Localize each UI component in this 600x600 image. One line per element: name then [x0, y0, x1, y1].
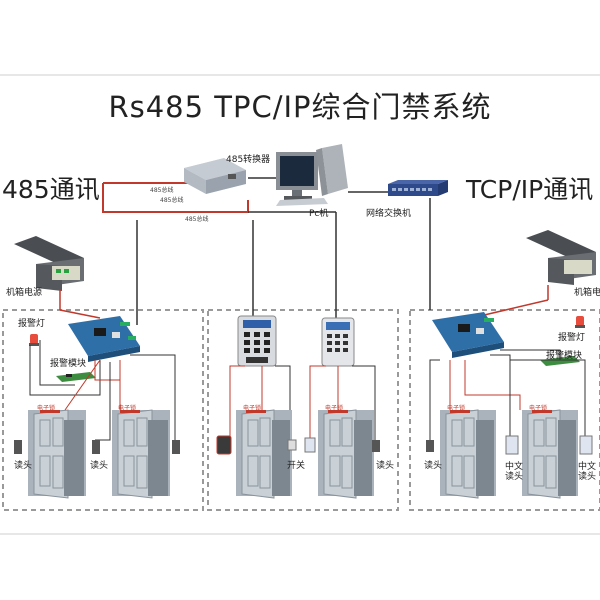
- door-icon: [318, 409, 374, 499]
- label-lock-3: 电子锁: [243, 405, 262, 412]
- label-pc: Pc机: [309, 209, 329, 219]
- exit-button-icon: [216, 435, 232, 455]
- label-lock-2: 电子锁: [118, 405, 137, 412]
- door-icon: [236, 409, 292, 499]
- standalone-keypad-icon: [321, 317, 355, 367]
- label-reader-2: 读头: [90, 461, 109, 471]
- card-reader-icon: [372, 440, 380, 452]
- controller-board-icon: [432, 312, 504, 358]
- label-alarm-module-right: 报警模块: [546, 351, 583, 361]
- alarm-light-icon: [575, 316, 585, 328]
- card-reader-icon: [579, 435, 593, 455]
- heading-tcpip: TCP/IP通讯: [466, 175, 594, 204]
- card-reader-icon: [92, 440, 100, 454]
- door-icon: [112, 409, 170, 499]
- exit-button-icon: [287, 439, 297, 451]
- label-psu-left: 机箱电源: [6, 288, 43, 298]
- page-title: Rs485 TPC/IP综合门禁系统: [108, 90, 492, 124]
- label-open-button: 开关: [287, 461, 306, 471]
- network-switch-icon: [388, 180, 448, 196]
- card-reader-icon: [172, 440, 180, 454]
- label-bus-3: 485总线: [185, 216, 209, 223]
- label-alarm-light-right: 报警灯: [558, 333, 586, 343]
- label-lock-4: 电子锁: [325, 405, 344, 412]
- computer-icon: [276, 144, 348, 206]
- door-lock-left-1: [40, 410, 60, 413]
- card-reader-icon: [505, 435, 519, 455]
- door-icon: [28, 409, 86, 499]
- door-icon: [440, 409, 496, 499]
- label-alarm-light-left: 报警灯: [18, 319, 46, 329]
- label-chinese-reader-2: 中文 读头: [578, 462, 597, 482]
- card-reader-icon: [426, 440, 434, 452]
- label-bus-2: 485总线: [160, 197, 184, 204]
- power-box-icon: [526, 230, 596, 285]
- heading-485: 485通讯: [2, 175, 100, 204]
- power-box-icon: [14, 236, 84, 291]
- label-reader-3: 读头: [376, 461, 395, 471]
- door-lock-left-2: [120, 410, 140, 413]
- controller-board-icon: [68, 316, 140, 362]
- alarm-module-icon: [56, 372, 96, 382]
- label-chinese-reader-1: 中文 读头: [505, 462, 524, 482]
- alarm-light-icon: [29, 334, 39, 346]
- bus-line-485-lower: [102, 183, 249, 213]
- label-lock-5: 电子锁: [447, 405, 466, 412]
- alarm-module-icon: [540, 356, 580, 366]
- label-lock-6: 电子锁: [529, 405, 548, 412]
- standalone-keypad-icon: [237, 315, 277, 367]
- middle-zone-border: [207, 309, 399, 511]
- label-converter: 485转换器: [226, 155, 271, 165]
- label-reader-1: 读头: [14, 461, 33, 471]
- card-reader-icon: [304, 437, 316, 453]
- left-zone-border: [2, 309, 204, 511]
- label-alarm-module-left: 报警模块: [50, 359, 87, 369]
- converter-icon: [184, 158, 246, 194]
- label-lock-1: 电子锁: [37, 405, 56, 412]
- door-icon: [522, 409, 578, 499]
- card-reader-icon: [14, 440, 22, 454]
- label-bus-1: 485总线: [150, 187, 174, 194]
- label-reader-4: 读头: [424, 461, 443, 471]
- label-psu-right: 机箱电源: [574, 288, 600, 298]
- label-switch: 网络交换机: [366, 209, 412, 219]
